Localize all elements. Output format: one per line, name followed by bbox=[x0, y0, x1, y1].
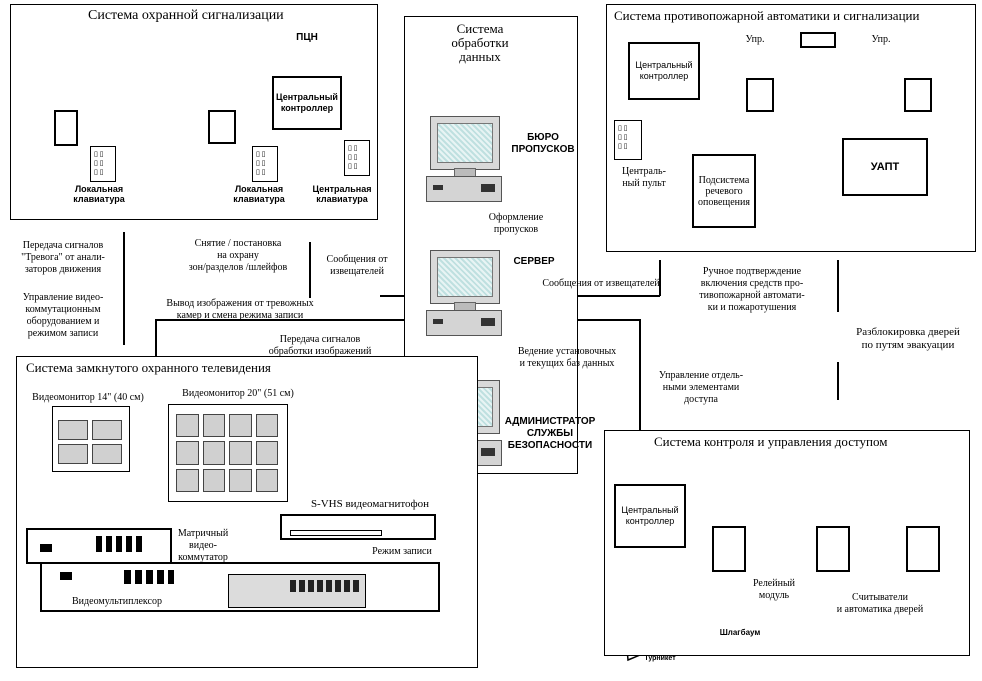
local-keyboard-2-label: Локальная клавиатура bbox=[233, 184, 285, 204]
alarm-central-controller: Центральный контроллер bbox=[272, 76, 342, 130]
fire-upr-right-label: Упр. bbox=[871, 34, 891, 45]
vcr-device-icon bbox=[280, 514, 436, 540]
local-keyboard-1-icon bbox=[90, 146, 116, 182]
vcr-label: S-VHS видеомагнитофон bbox=[310, 498, 430, 510]
local-keyboard-2-icon bbox=[252, 146, 278, 182]
readers-label: Считыватели и автоматика дверей bbox=[836, 592, 924, 615]
monitor14-screen-grid bbox=[58, 420, 122, 464]
data-processing-title: Система обработки данных bbox=[451, 21, 509, 64]
db-maintenance-label: Ведение установочных и текущих баз данны… bbox=[517, 346, 617, 369]
fire-central-panel-label: Централь- ный пульт bbox=[622, 166, 666, 189]
access-central-controller: Центральный контроллер bbox=[614, 484, 686, 548]
rec-mode-label: Режим записи bbox=[372, 546, 432, 557]
manual-confirm-label: Ручное подтверждение включения средств п… bbox=[699, 266, 805, 313]
multiplexer-label: Видеомультиплексор bbox=[72, 596, 162, 607]
multiplexer-panel-buttons bbox=[290, 580, 360, 592]
uapt-block: УАПТ bbox=[842, 138, 928, 196]
detector-messages-left-label: Сообщения от извещателей bbox=[326, 254, 388, 277]
alarm-zone-module-1 bbox=[54, 110, 78, 146]
central-keyboard-icon bbox=[344, 140, 370, 176]
reader-block-1 bbox=[816, 526, 850, 572]
pass-bureau-computer-icon bbox=[424, 116, 504, 202]
alarm-zone-module-2 bbox=[208, 110, 236, 144]
matrix-switch-buttons bbox=[96, 536, 142, 552]
matrix-switch-indicator bbox=[40, 544, 52, 552]
pcn-label: ПЦН bbox=[296, 32, 318, 43]
fire-system-title: Система противопожарной автоматики и сиг… bbox=[614, 8, 920, 23]
pass-bureau-label: БЮРО ПРОПУСКОВ bbox=[511, 132, 575, 155]
server-computer-icon bbox=[424, 250, 504, 336]
barrier-label: Шлагбаум bbox=[719, 628, 761, 637]
vcr-tape-slot bbox=[290, 530, 382, 536]
relay-module-label: Релейный модуль bbox=[752, 578, 796, 601]
multiplexer-indicator bbox=[60, 572, 72, 580]
security-admin-label: АДМИНИСТРАТОР СЛУЖБЫ БЕЗОПАСНОСТИ bbox=[504, 416, 596, 451]
local-keyboard-1-label: Локальная клавиатура bbox=[73, 184, 125, 204]
video-switch-control-label: Управление видео- коммутационным оборудо… bbox=[22, 292, 104, 339]
arm-disarm-label: Снятие / постановка на охрану зон/раздел… bbox=[188, 238, 288, 273]
video-processing-signals-label: Передача сигналов обработки изображений bbox=[268, 334, 372, 357]
server-label: СЕРВЕР bbox=[513, 256, 555, 267]
relay-module-block bbox=[712, 526, 746, 572]
fire-control-block bbox=[800, 32, 836, 48]
monitor14-label: Видеомонитор 14" (40 см) bbox=[32, 392, 144, 403]
reader-block-2 bbox=[906, 526, 940, 572]
door-unlock-label: Разблокировка дверей по путям эвакуации bbox=[856, 326, 960, 351]
pass-issue-label: Оформление пропусков bbox=[488, 212, 544, 235]
security-alarm-title: Система охранной сигнализации bbox=[88, 8, 284, 23]
element-control-label: Управление отдель- ными элементами досту… bbox=[658, 370, 744, 405]
monitor20-screen-grid bbox=[176, 414, 278, 492]
fire-module-1 bbox=[746, 78, 774, 112]
fire-upr-left-label: Упр. bbox=[745, 34, 765, 45]
multiplexer-buttons bbox=[124, 570, 174, 584]
detector-messages-right-label: Сообщения от извещателей bbox=[542, 278, 660, 289]
fire-central-controller: Центральный контроллер bbox=[628, 42, 700, 100]
voice-alert-subsystem: Подсистема речевого оповещения bbox=[692, 154, 756, 228]
turnstile-label: Турникет bbox=[644, 655, 676, 662]
fire-module-2 bbox=[904, 78, 932, 112]
fire-central-panel-icon bbox=[614, 120, 642, 160]
video-output-label: Вывод изображения от тревожных камер и с… bbox=[166, 298, 314, 321]
access-control-title: Система контроля и управления доступом bbox=[654, 434, 888, 449]
central-keyboard-label: Центральная клавиатура bbox=[312, 184, 372, 204]
matrix-switch-label: Матричный видео- коммутатор bbox=[177, 528, 229, 563]
cctv-title: Система замкнутого охранного телевидения bbox=[26, 360, 271, 375]
monitor20-label: Видеомонитор 20" (51 см) bbox=[182, 388, 294, 399]
alarm-transfer-label: Передача сигналов "Тревога" от анали- за… bbox=[21, 240, 105, 275]
